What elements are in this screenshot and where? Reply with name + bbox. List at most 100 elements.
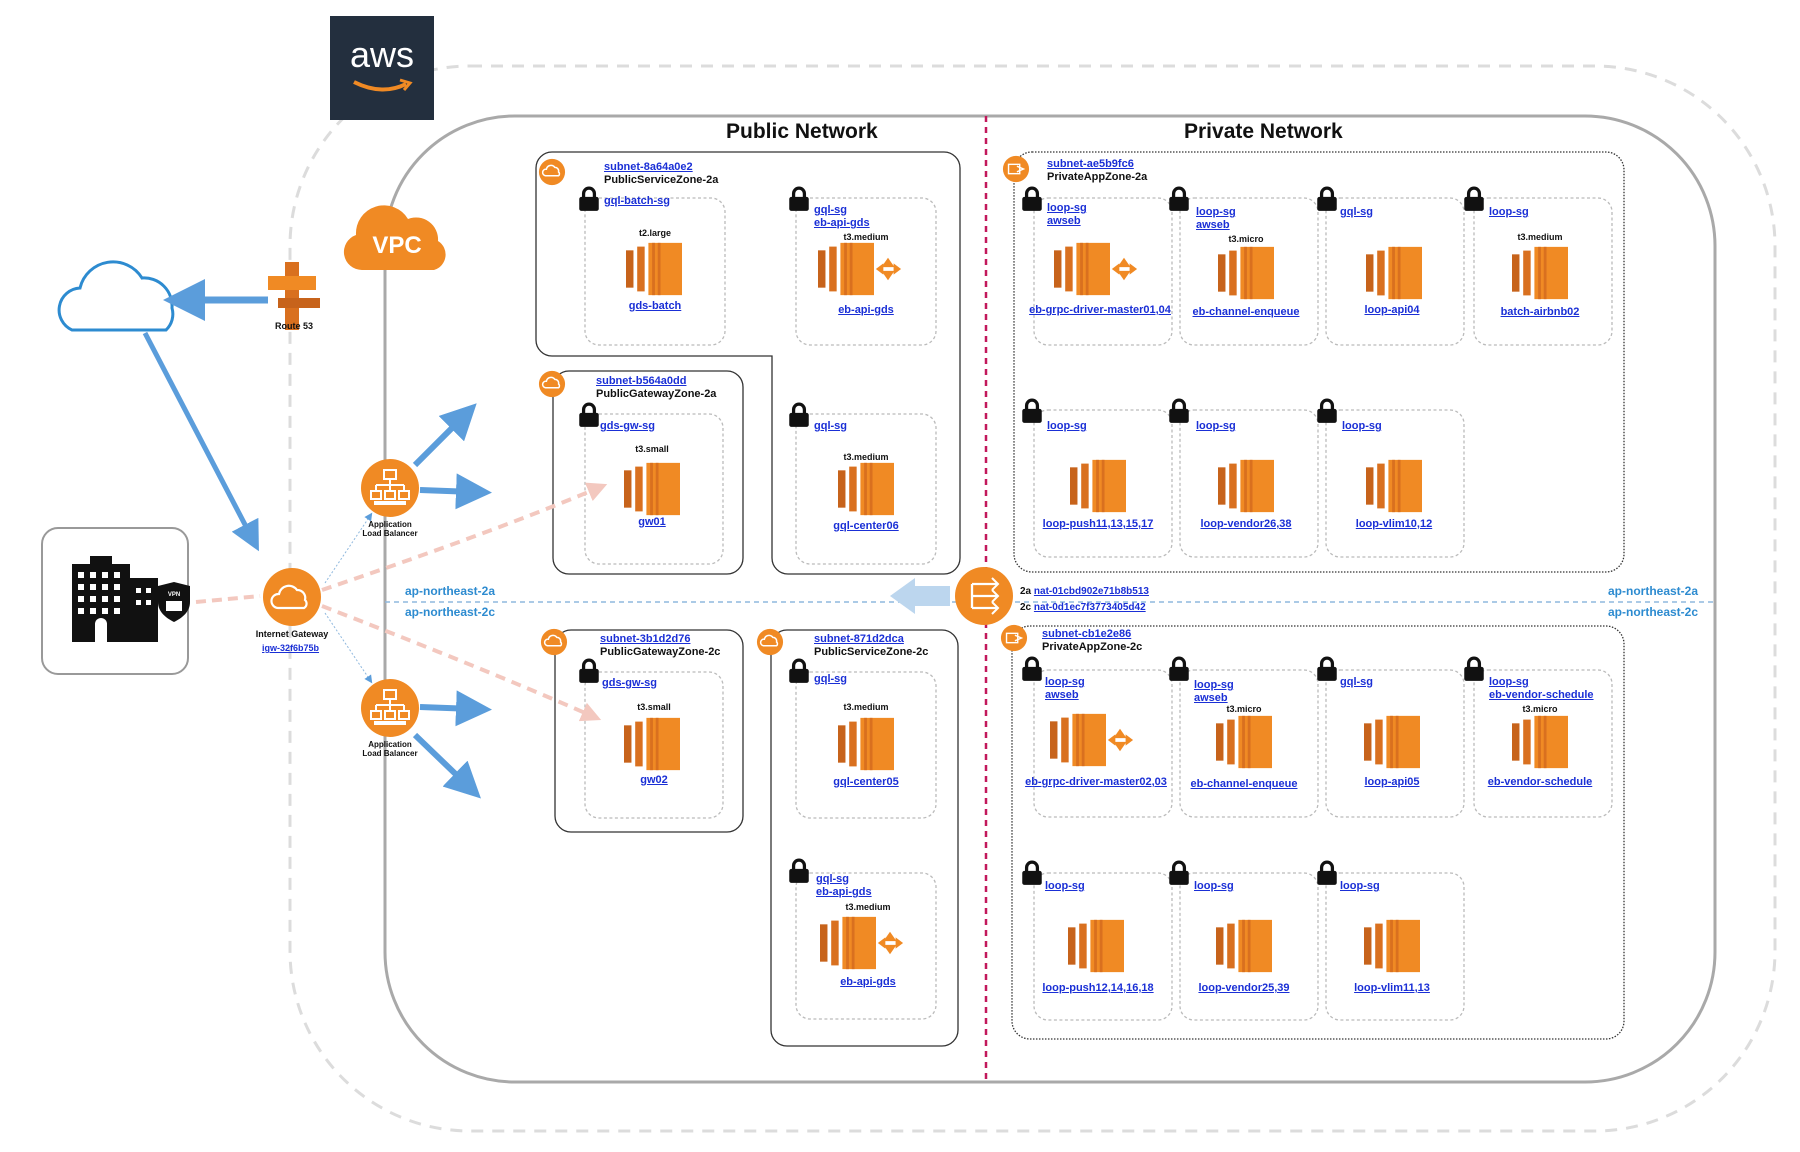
aws-smile-icon: [353, 78, 413, 92]
security-group-link[interactable]: eb-api-gds: [814, 217, 870, 229]
public-network-title: Public Network: [726, 120, 878, 143]
instance-name-link[interactable]: gw01: [638, 516, 666, 528]
security-group-link[interactable]: loop-sg: [1047, 202, 1087, 214]
instance-name-link[interactable]: eb-grpc-driver-master02,03: [1025, 776, 1167, 788]
security-group-link[interactable]: awseb: [1047, 215, 1081, 227]
instance-name-link[interactable]: loop-vlim11,13: [1354, 982, 1430, 994]
security-group-link[interactable]: loop-sg: [1340, 880, 1380, 892]
nat-2c-label: 2c nat-0d1ec7f3773405d42: [1020, 602, 1146, 613]
subnet-name: PublicGatewayZone-2c: [600, 646, 721, 658]
subnet-name: PrivateAppZone-2a: [1047, 171, 1148, 183]
subnet-id-link[interactable]: subnet-8a64a0e2: [604, 161, 693, 173]
instance-name-link[interactable]: eb-channel-enqueue: [1192, 306, 1300, 318]
security-group-link[interactable]: gql-sg: [1340, 206, 1373, 218]
igw-label: Internet Gateway: [255, 629, 329, 639]
instance-name-link[interactable]: gql-center05: [833, 776, 899, 788]
alb-icon: [360, 458, 420, 518]
instance-type-label: t3.medium: [843, 702, 889, 712]
security-group-link[interactable]: gql-sg: [814, 673, 847, 685]
security-group-link[interactable]: gds-gw-sg: [600, 420, 655, 432]
security-group-link[interactable]: loop-sg: [1194, 880, 1234, 892]
subnet-name: PublicServiceZone-2c: [814, 646, 929, 658]
security-group-link[interactable]: loop-sg: [1045, 880, 1085, 892]
nat-2c-prefix: 2c: [1020, 602, 1032, 613]
security-group-link[interactable]: awseb: [1045, 689, 1079, 701]
security-group-link[interactable]: gql-sg: [1340, 676, 1373, 688]
instance-name-link[interactable]: gw02: [640, 774, 668, 786]
instance-name-link[interactable]: eb-vendor-schedule: [1487, 776, 1593, 788]
security-group-link[interactable]: gql-batch-sg: [604, 195, 670, 207]
security-group-link[interactable]: loop-sg: [1196, 206, 1236, 218]
nat-gateway-icon: [955, 567, 1013, 625]
vpc-cloud-icon: [343, 205, 446, 271]
subnet-id-link[interactable]: subnet-cb1e2e86: [1042, 628, 1132, 640]
instance-name-link[interactable]: eb-api-gds: [838, 304, 894, 316]
svg-text:VPN: VPN: [168, 592, 180, 598]
security-group-link[interactable]: loop-sg: [1342, 420, 1382, 432]
route53-label: Route 53: [274, 321, 313, 331]
instance-name-link[interactable]: loop-vendor26,38: [1200, 518, 1292, 530]
az-label-2a-right: ap-northeast-2a: [1608, 584, 1699, 598]
subnet-id-link[interactable]: subnet-871d2dca: [814, 633, 904, 645]
security-group-link[interactable]: loop-sg: [1489, 676, 1529, 688]
instance-name-link[interactable]: gql-center06: [833, 520, 899, 532]
instance-type-label: t3.small: [637, 702, 671, 712]
security-group-link[interactable]: loop-sg: [1489, 206, 1529, 218]
security-group-link[interactable]: gds-gw-sg: [602, 677, 657, 689]
alb-top-label-2: Load Balancer: [362, 529, 418, 538]
az-label-2c-left: ap-northeast-2c: [405, 605, 496, 619]
security-group-link[interactable]: loop-sg: [1196, 420, 1236, 432]
private-network-title: Private Network: [1184, 120, 1343, 143]
security-group-link[interactable]: eb-vendor-schedule: [1489, 689, 1594, 701]
subnet-name: PublicGatewayZone-2a: [596, 388, 717, 400]
nat-2c-link[interactable]: nat-0d1ec7f3773405d42: [1033, 602, 1146, 613]
instance-type-label: t3.micro: [1228, 234, 1264, 244]
subnet-id-link[interactable]: subnet-ae5b9fc6: [1047, 158, 1134, 170]
security-group-link[interactable]: gql-sg: [814, 420, 847, 432]
security-group-link[interactable]: awseb: [1194, 692, 1228, 704]
security-group-link[interactable]: gql-sg: [816, 873, 849, 885]
security-group-link[interactable]: eb-api-gds: [816, 886, 872, 898]
subnet-id-link[interactable]: subnet-3b1d2d76: [600, 633, 691, 645]
instance-name-link[interactable]: eb-api-gds: [840, 976, 896, 988]
subnet-id-link[interactable]: subnet-b564a0dd: [596, 375, 687, 387]
instance-name-link[interactable]: loop-api05: [1364, 776, 1420, 788]
instance-type-label: t3.micro: [1522, 704, 1558, 714]
instance-name-link[interactable]: gds-batch: [628, 300, 682, 312]
instance-type-label: t3.medium: [845, 902, 891, 912]
internet-gateway-icon: [263, 568, 321, 626]
instance-type-label: t3.medium: [843, 452, 889, 462]
instance-type-label: t3.medium: [1517, 232, 1563, 242]
security-group-link[interactable]: loop-sg: [1047, 420, 1087, 432]
instance-name-link[interactable]: loop-api04: [1364, 304, 1420, 316]
security-group-link[interactable]: loop-sg: [1194, 679, 1234, 691]
igw-id-link[interactable]: igw-32f6b75b: [262, 643, 320, 653]
alb-bottom-label-2: Load Balancer: [362, 749, 418, 758]
instance-name-link[interactable]: eb-channel-enqueue: [1190, 778, 1298, 790]
instance-name-link[interactable]: loop-vendor25,39: [1198, 982, 1290, 994]
security-group-link[interactable]: loop-sg: [1045, 676, 1085, 688]
security-group-link[interactable]: awseb: [1196, 219, 1230, 231]
az-label-2a-left: ap-northeast-2a: [405, 584, 496, 598]
instance-type-label: t2.large: [638, 228, 671, 238]
instance-name-link[interactable]: eb-grpc-driver-master01,04: [1029, 304, 1171, 316]
alb-icon: [360, 678, 420, 738]
instance-name-link[interactable]: batch-airbnb02: [1500, 306, 1580, 318]
nat-2a-label: 2a nat-01cbd902e71b8b513: [1020, 586, 1149, 597]
instance-name-link[interactable]: loop-push11,13,15,17: [1042, 518, 1154, 530]
instance-type-label: t3.small: [635, 444, 669, 454]
instance-name-link[interactable]: loop-push12,14,16,18: [1042, 982, 1154, 994]
aws-logo-text: aws: [349, 34, 415, 75]
route53-icon: [268, 262, 320, 330]
cloud-icon: [57, 260, 175, 332]
instance-type-label: t3.medium: [843, 232, 889, 242]
alb-top-label-1: Application: [368, 520, 412, 529]
subnet-name: PrivateAppZone-2c: [1042, 641, 1143, 653]
nat-2a-link[interactable]: nat-01cbd902e71b8b513: [1033, 586, 1149, 597]
security-group-link[interactable]: gql-sg: [814, 204, 847, 216]
subnet-name: PublicServiceZone-2a: [604, 174, 719, 186]
vpn-icon: VPN: [158, 582, 190, 622]
instance-name-link[interactable]: loop-vlim10,12: [1355, 518, 1433, 530]
nat-2a-prefix: 2a: [1020, 586, 1032, 597]
